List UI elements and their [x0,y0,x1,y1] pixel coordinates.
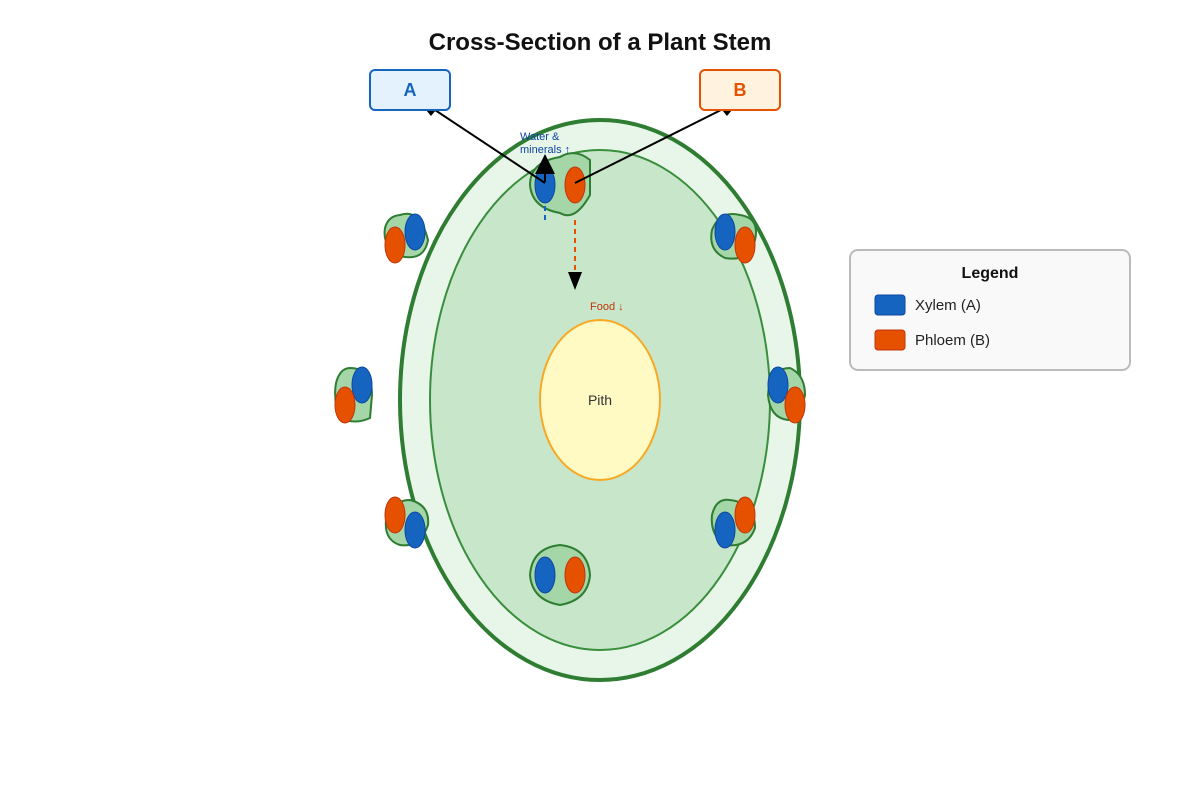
water-label-line1: Water & [520,131,560,143]
xylem-left [351,366,373,404]
label-b-pointer-arrowhead [722,110,732,116]
vascular-bundle-left [334,366,374,424]
xylem-upper-left [404,213,426,251]
phloem-lower-left [384,496,406,534]
legend-label-phloem: Phloem (B) [915,332,990,349]
phloem-top [564,166,586,204]
vascular-bundle-lower-left [384,496,430,549]
phloem-left [334,386,356,424]
vascular-bundle-upper-right [710,213,757,264]
phloem-bottom [564,556,586,594]
legend-title: Legend [962,265,1019,282]
label-a-pointer-line [431,107,546,184]
phloem-upper-right [734,226,756,264]
pith [539,319,661,481]
legend-label-xylem: Xylem (A) [915,297,981,314]
phloem-lower-right [734,496,756,534]
legend-box [849,249,1131,371]
legend: Legend Xylem (A) Phloem (B) [849,249,1131,371]
xylem-lower-left [404,511,426,549]
xylem-upper-right [714,213,736,251]
label-a-box [369,69,451,111]
xylem-right [767,366,789,404]
label-a-pointer-arrowhead [426,110,436,116]
label-b-text: B [734,80,747,100]
xylem-lower-right [714,511,736,549]
phloem-upper-left [384,226,406,264]
food-flow-arrowhead [568,272,582,290]
legend-swatch-phloem [874,329,906,351]
vascular-bundle-bottom [528,543,592,607]
xylem-bottom [534,556,556,594]
pith-label: Pith [588,392,612,408]
vascular-bundle-lower-right [710,496,757,549]
phloem-right [784,386,806,424]
label-a-text: A [404,80,417,100]
food-label: Food ↓ [590,301,624,313]
label-b-box [699,69,781,111]
vascular-bundle-upper-left [383,212,430,264]
diagram-title: Cross-Section of a Plant Stem [429,29,772,56]
legend-swatch-xylem [874,294,906,316]
vascular-bundle-right [766,366,807,424]
water-label-line2: minerals ↑ [520,144,570,156]
label-b-pointer-line [574,107,726,184]
